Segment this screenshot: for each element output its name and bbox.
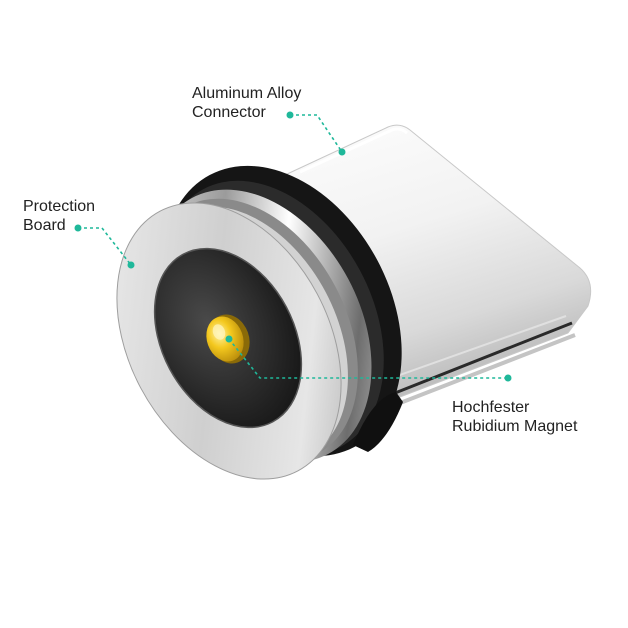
callout-lines <box>78 114 508 379</box>
magnet-label-line1: Hochfester <box>452 399 530 416</box>
dot-aluminum-start <box>286 111 294 119</box>
aluminum-label-line1: Aluminum Alloy <box>192 85 302 102</box>
aluminum-label-line2: Connector <box>192 104 266 121</box>
leader-magnet <box>228 338 508 379</box>
dot-aluminum-end <box>338 148 346 156</box>
aluminum-alloy-connector-label: Aluminum Alloy Connector <box>192 84 301 122</box>
leader-aluminum <box>290 114 343 153</box>
protection-label-line1: Protection <box>23 198 96 215</box>
leader-protection <box>78 227 132 266</box>
protection-label-line2: Board <box>23 217 66 234</box>
magnet-label: Hochfester Rubidium Magnet <box>452 398 577 436</box>
dot-protection-end <box>127 261 135 269</box>
callout-dots <box>74 111 512 382</box>
dot-magnet-end <box>504 374 512 382</box>
magnet-label-line2: Rubidium Magnet <box>452 418 578 435</box>
dot-protection-start <box>74 224 82 232</box>
protection-board-label: Protection Board <box>23 197 95 235</box>
dot-magnet-start <box>225 335 233 343</box>
